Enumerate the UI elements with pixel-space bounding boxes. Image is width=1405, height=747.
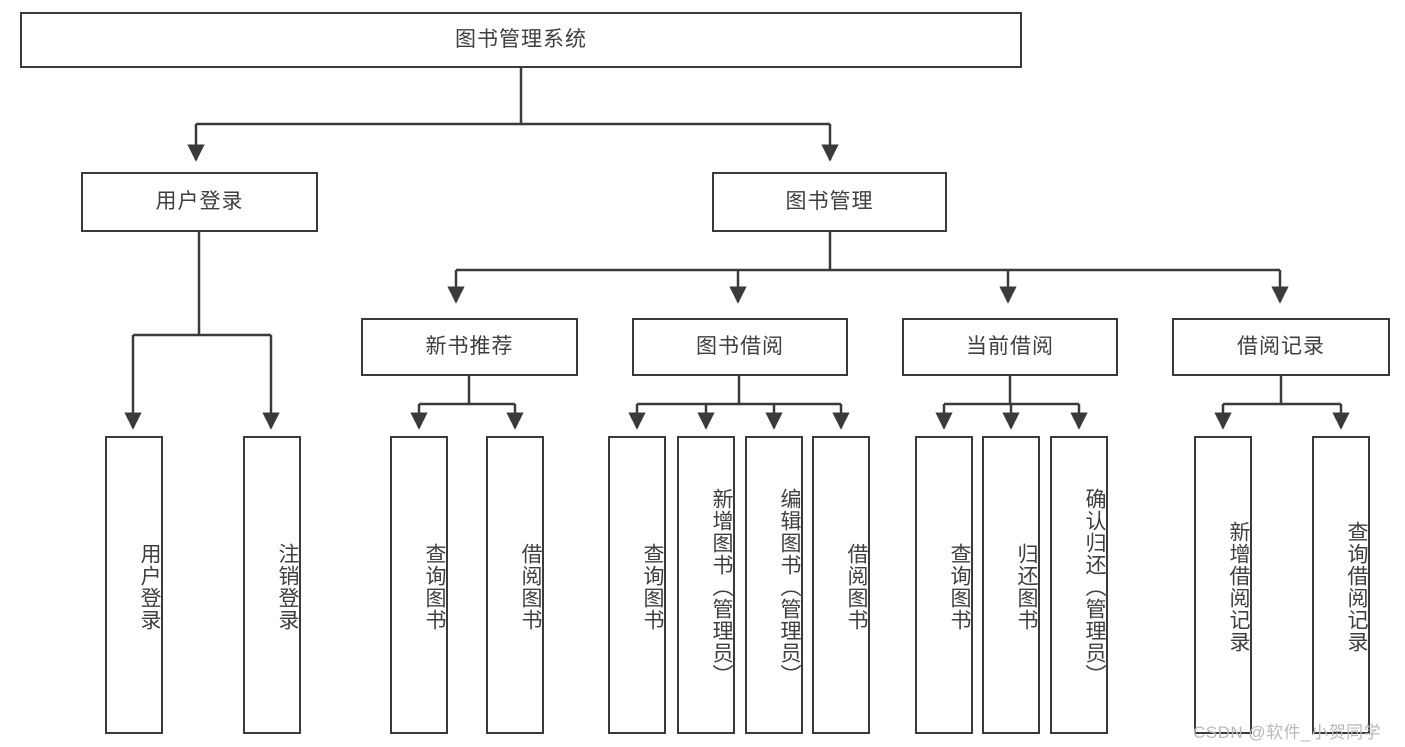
- node-user-login[interactable]: 用户登录: [81, 172, 318, 232]
- leaf-book-borrow-lend[interactable]: 借阅图书: [812, 436, 870, 734]
- leaf-book-borrow-edit[interactable]: 编辑图书（管理员）: [745, 436, 803, 734]
- node-borrow-record[interactable]: 借阅记录: [1172, 318, 1390, 376]
- leaf-current-borrow-return[interactable]: 归还图书: [982, 436, 1040, 734]
- leaf-current-borrow-confirm-return[interactable]: 确认归还（管理员）: [1050, 436, 1108, 734]
- leaf-current-borrow-query[interactable]: 查询图书: [915, 436, 973, 734]
- leaf-new-book-borrow[interactable]: 借阅图书: [486, 436, 544, 734]
- leaf-borrow-record-query[interactable]: 查询借阅记录: [1312, 436, 1370, 734]
- leaf-borrow-record-add[interactable]: 新增借阅记录: [1194, 436, 1252, 734]
- node-root-system[interactable]: 图书管理系统: [20, 12, 1022, 68]
- node-new-book-recommend[interactable]: 新书推荐: [361, 318, 578, 376]
- csdn-watermark: CSDN @软件_小贺同学: [1193, 723, 1382, 742]
- node-book-borrow[interactable]: 图书借阅: [632, 318, 848, 376]
- leaf-user-login-logout[interactable]: 注销登录: [243, 436, 301, 734]
- leaf-book-borrow-add[interactable]: 新增图书（管理员）: [677, 436, 735, 734]
- node-current-borrow[interactable]: 当前借阅: [902, 318, 1118, 376]
- leaf-user-login-signin[interactable]: 用户登录: [105, 436, 163, 734]
- leaf-book-borrow-query[interactable]: 查询图书: [608, 436, 666, 734]
- leaf-new-book-query[interactable]: 查询图书: [390, 436, 448, 734]
- node-book-management[interactable]: 图书管理: [712, 172, 947, 232]
